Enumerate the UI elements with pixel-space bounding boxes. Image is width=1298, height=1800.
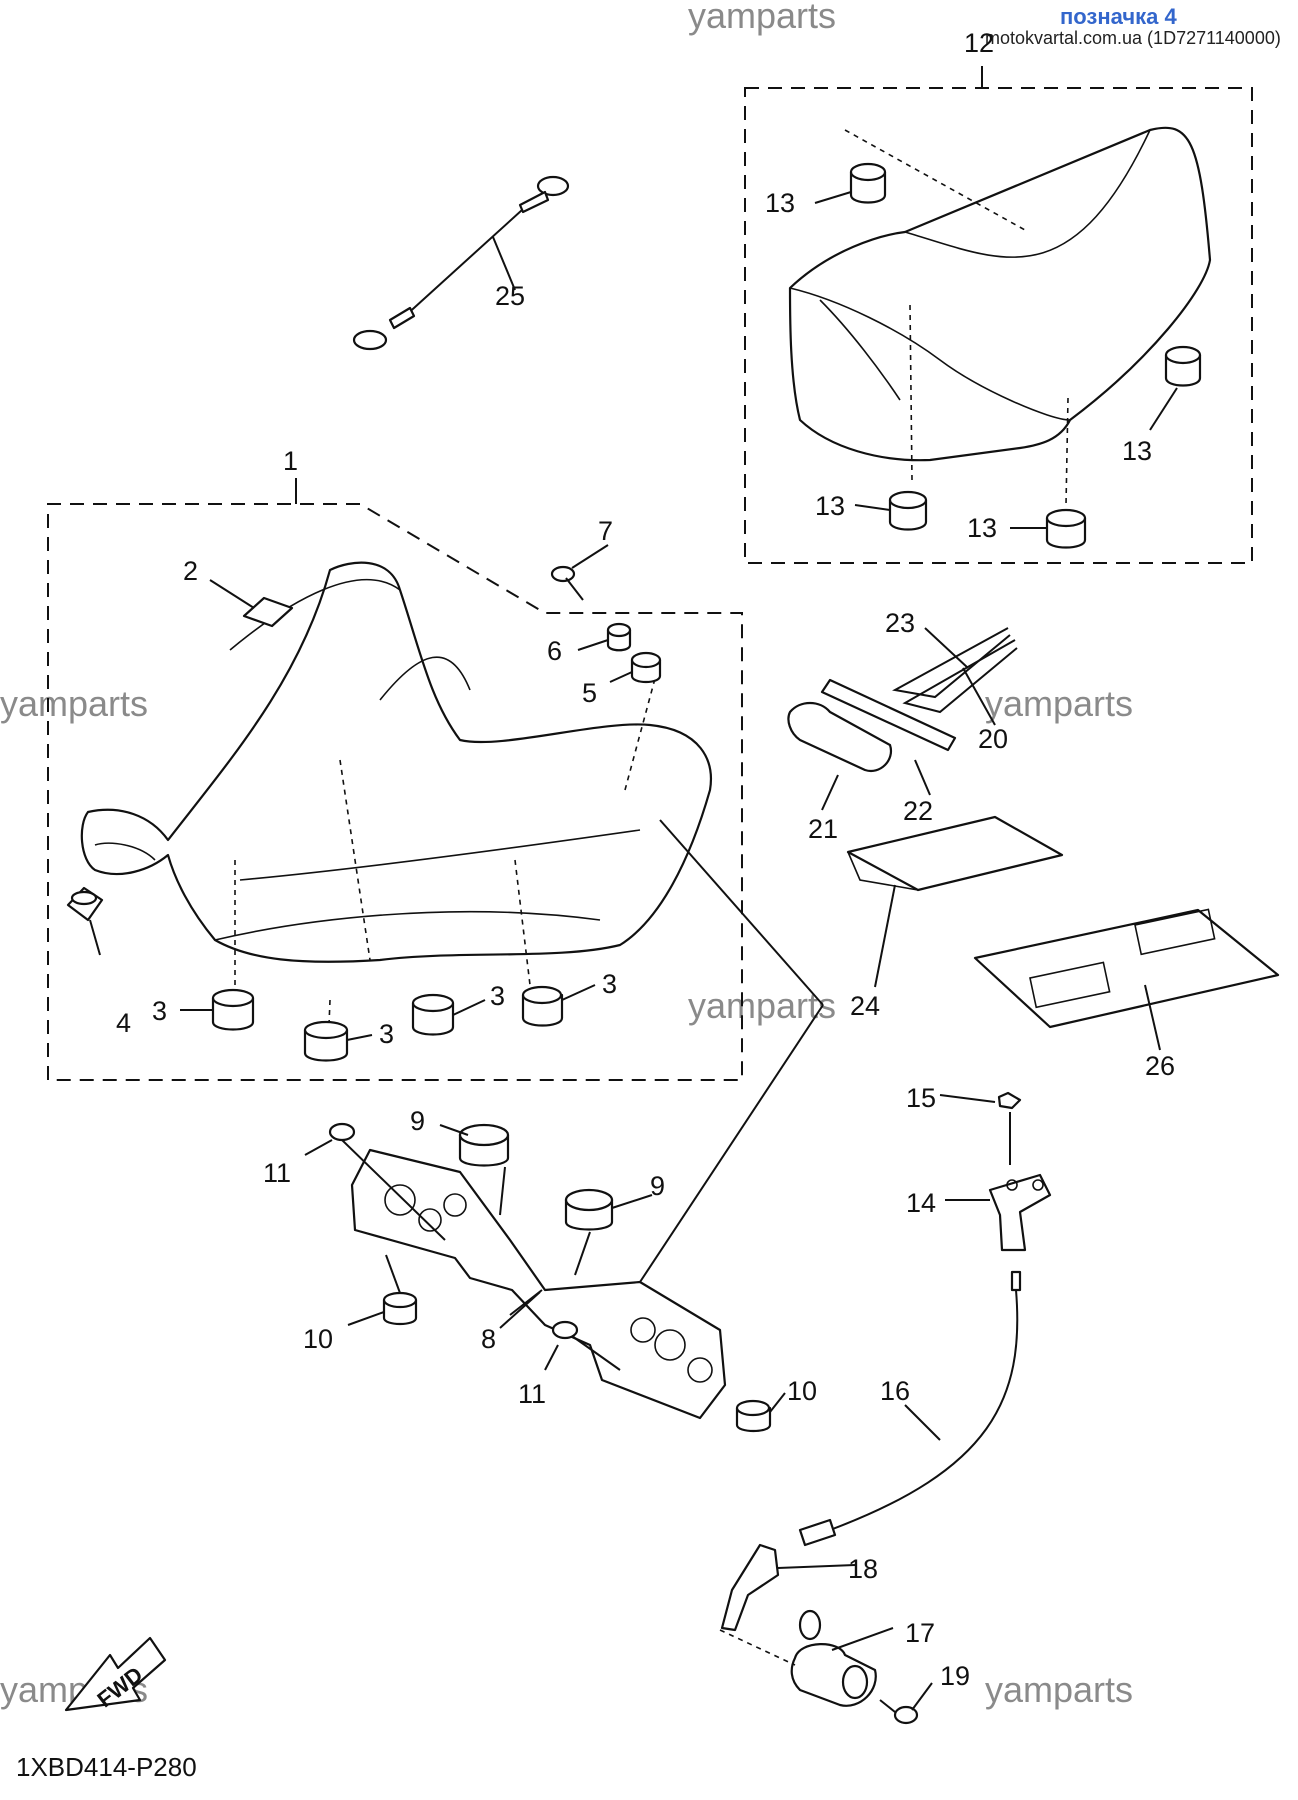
hook-14 [988,1173,1052,1252]
callout-13-b: 13 [1122,436,1152,466]
diagram-code: 1XBD414-P280 [16,1752,197,1782]
seat-lock-cylinder-17 [790,1609,877,1707]
damper-13-d [1045,508,1087,549]
callout-14: 14 [906,1188,936,1218]
callout-12: 12 [964,28,994,58]
callout-1: 1 [283,446,298,476]
damper-4 [66,886,104,922]
callout-9-b: 9 [650,1171,665,1201]
bracket-plate-8 [350,1148,727,1420]
watermark-right: yamparts [985,683,1133,724]
rear-seat-group [744,66,1253,564]
callout-3-a: 3 [152,996,167,1026]
seat-lock-cable-16 [829,1289,1019,1531]
seat-bracket-group [304,819,824,1433]
watermark-top: yamparts [688,0,836,36]
damper-13-b [1164,345,1202,387]
seat-lock-wire [352,175,570,351]
callout-5: 5 [582,678,597,708]
callout-2: 2 [183,556,198,586]
callout-11-b: 11 [518,1379,546,1409]
callout-19: 19 [940,1661,970,1691]
watermark-left: yamparts [0,683,148,724]
rear-seat-dashed-frame [744,87,1253,564]
callout-26: 26 [1145,1051,1175,1081]
nut-15 [997,1091,1022,1110]
callout-8: 8 [481,1324,496,1354]
tool-kit [787,627,1018,811]
callout-3-b: 3 [379,1019,394,1049]
handle-21 [787,701,893,773]
bolt-11-a [328,1122,446,1241]
rubber-10-b [735,1399,772,1433]
header-link-label[interactable]: позначка 4 [1060,4,1177,29]
grommet-6 [606,622,632,652]
callout-18: 18 [848,1554,878,1584]
rubber-9-b [564,1188,614,1231]
rear-seat-cover [788,126,1212,462]
screwdriver-22 [820,678,957,752]
callout-11-a: 11 [263,1158,291,1188]
front-seat-cover [80,561,712,963]
lever-18 [720,1543,780,1632]
collar-5 [630,651,662,684]
callout-17: 17 [905,1618,935,1648]
front-seat-group [47,478,743,1081]
damper-13-c [888,490,928,531]
front-seat-dashed-frame [47,503,743,1081]
damper-3-c [411,993,455,1036]
callout-15: 15 [906,1083,936,1113]
seat-band-2 [242,596,294,628]
watermark-bottom-right: yamparts [985,1669,1133,1710]
callout-4: 4 [116,1008,131,1038]
callout-labels: 1 2 3 3 3 3 4 5 6 7 8 9 9 10 10 11 11 12… [116,28,1175,1691]
callout-22: 22 [903,796,933,826]
callout-9-a: 9 [410,1106,425,1136]
damper-3-a [211,988,255,1031]
bolt-7 [550,565,584,601]
bolt-11-b [551,1320,621,1371]
callout-10-a: 10 [303,1324,333,1354]
callout-21: 21 [808,814,838,844]
callout-16: 16 [880,1376,910,1406]
tool-bag-24 [846,815,1064,892]
screw-19 [879,1699,919,1725]
hex-wrench-23 [892,627,1011,699]
callout-6: 6 [547,636,562,666]
callout-7: 7 [598,516,613,546]
callout-13-d: 13 [967,513,997,543]
callout-24: 24 [850,991,880,1021]
callout-3-d: 3 [602,969,617,999]
callout-25: 25 [495,281,525,311]
hex-wrench-20 [902,639,1018,714]
rubber-10-a [382,1291,418,1326]
damper-13-a [849,162,887,204]
owner-manual-26 [973,908,1280,1029]
callout-20: 20 [978,724,1008,754]
header-source-text: motokvartal.com.ua (1D7271140000) [985,28,1281,48]
callout-3-c: 3 [490,981,505,1011]
callout-13-a: 13 [765,188,795,218]
rubber-9-a [458,1123,510,1167]
damper-3-b [303,1020,349,1062]
seat-lock-group [719,1091,1052,1725]
callout-13-c: 13 [815,491,845,521]
callout-10-b: 10 [787,1376,817,1406]
damper-3-d [521,985,564,1027]
callout-23: 23 [885,608,915,638]
